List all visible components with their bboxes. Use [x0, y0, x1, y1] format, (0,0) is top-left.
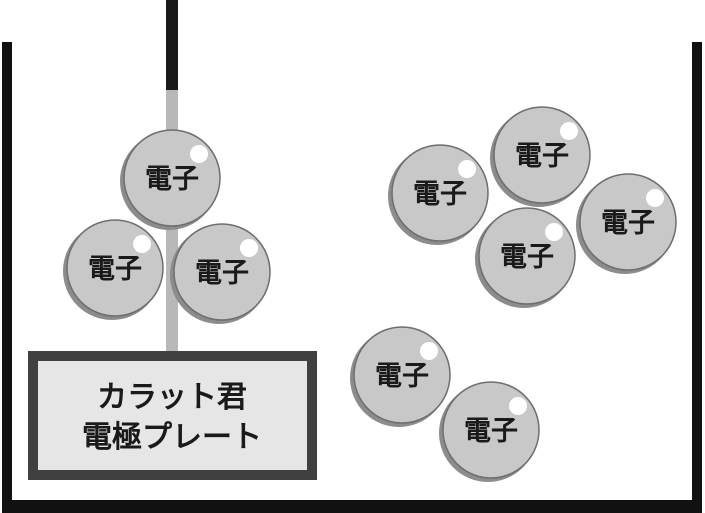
container-left-wall — [2, 42, 12, 508]
electron-highlight — [420, 342, 438, 360]
electron-highlight — [458, 160, 476, 178]
electrode-plate: カラット君 電極プレート — [28, 351, 317, 480]
electron-highlight — [509, 397, 527, 415]
electrons: 電子電子電子電子電子電子電子電子電子 — [63, 106, 677, 482]
electron-label: 電子 — [464, 416, 518, 447]
electron-label: 電子 — [515, 141, 569, 172]
electron-label: 電子 — [375, 361, 429, 392]
electron-label: 電子 — [145, 164, 199, 195]
electron-highlight — [560, 122, 578, 140]
electron-4: 電子 — [388, 144, 489, 245]
electron-highlight — [545, 223, 563, 241]
rod-upper — [166, 0, 178, 90]
electron-5: 電子 — [490, 106, 591, 207]
electron-highlight — [240, 239, 258, 257]
electron-label: 電子 — [601, 208, 655, 239]
electron-highlight — [133, 235, 151, 253]
electron-highlight — [646, 189, 664, 207]
container-right-wall — [692, 42, 702, 508]
plate-box — [28, 351, 317, 480]
plate-label-line2: 電極プレート — [82, 420, 262, 455]
electron-7: 電子 — [576, 173, 677, 274]
electron-6: 電子 — [475, 207, 576, 308]
electron-label: 電子 — [500, 242, 554, 273]
plate-label-line1: カラット君 — [97, 380, 247, 415]
electron-1: 電子 — [120, 129, 221, 230]
electron-3: 電子 — [170, 223, 271, 324]
electron-label: 電子 — [195, 258, 249, 289]
electron-2: 電子 — [63, 219, 164, 320]
electron-8: 電子 — [350, 326, 451, 427]
container-bottom — [2, 500, 702, 513]
electron-label: 電子 — [88, 254, 142, 285]
electron-highlight — [190, 145, 208, 163]
container — [2, 42, 702, 513]
electron-9: 電子 — [439, 381, 540, 482]
electron-label: 電子 — [413, 179, 467, 210]
